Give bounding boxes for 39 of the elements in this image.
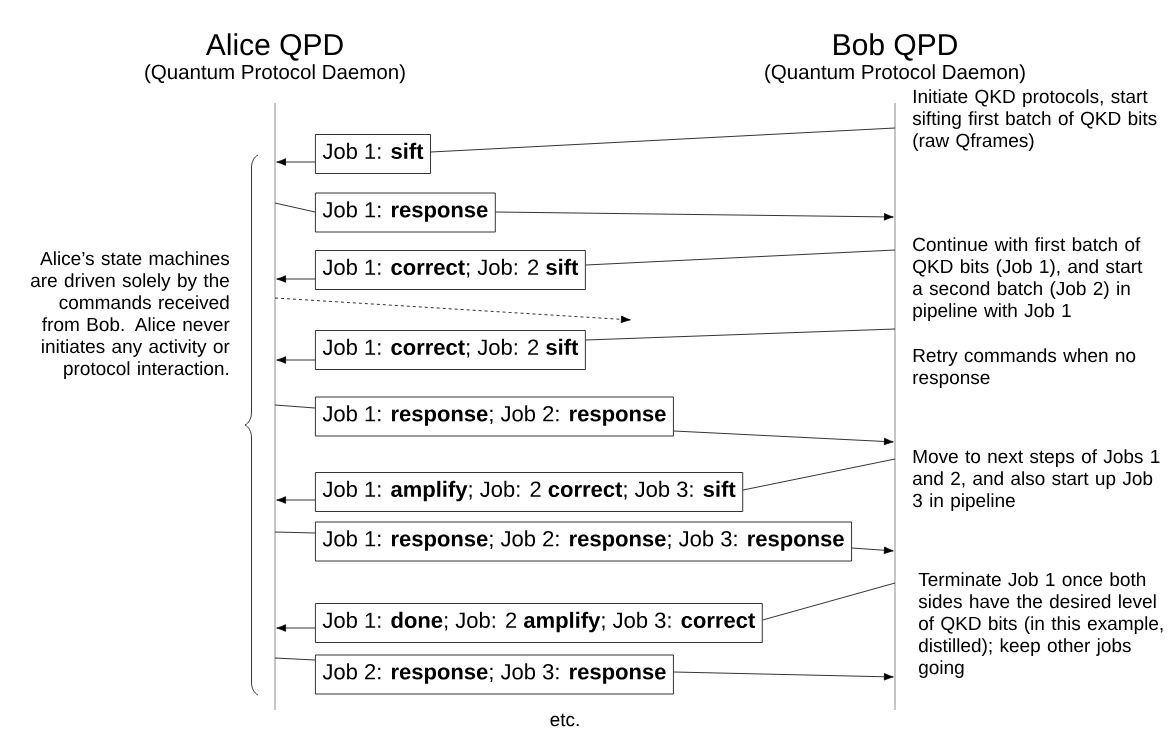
- message-box: Job 1: done; Job: 2 amplify; Job 3: correct: [315, 603, 763, 643]
- note-text: Move to next steps of Jobs 1 and 2, and also start up Job 3 in pipeline: [912, 449, 1160, 511]
- note-text: Continue with first batch of QKD bits (Job 1), and start a second batch (Job 2) in pipeline with Job 1: [913, 237, 1143, 321]
- connector-line: [274, 404, 316, 409]
- node-label: Alice QPD: [205, 33, 343, 61]
- message-box: Job 1: response; Job 2: response: [315, 396, 674, 437]
- arrow: [276, 158, 316, 166]
- connector-line: [742, 458, 896, 491]
- connector-line: [762, 582, 896, 621]
- arrow: [673, 430, 894, 446]
- note-text: Alice’s state machines are driven solely by the commands received from Bob. Alice never initiates any activity or protocol interaction.: [31, 251, 230, 379]
- message-box: Job 1: amplify; Job: 2 correct; Job 3: sift: [315, 472, 744, 512]
- note-text: Retry commands when no response: [913, 348, 1136, 388]
- connector-line: [585, 249, 896, 266]
- connector-line: [274, 657, 316, 661]
- connector-line: [585, 328, 896, 341]
- note-text: Initiate QKD protocols, start sifting first batch of QKD bits (raw Qframes): [912, 89, 1157, 151]
- message-box: Job 1: correct; Job: 2 sift: [315, 330, 586, 370]
- message-box: Job 2: response; Job 3: response: [315, 654, 674, 695]
- arrow: [276, 496, 316, 504]
- arrow: [276, 275, 316, 283]
- message-box: Job 1: response: [315, 192, 496, 233]
- arrow: [495, 211, 894, 221]
- message-box: Job 1: correct; Job: 2 sift: [315, 250, 586, 290]
- node-label: (Quantum Protocol Daemon): [765, 64, 1025, 84]
- connector-line: [430, 127, 896, 153]
- dashed-arrow: [274, 297, 631, 324]
- arrow: [276, 356, 316, 364]
- message-box: Job 1: sift: [315, 134, 431, 174]
- arrow: [673, 671, 894, 681]
- connector-line: [274, 531, 316, 534]
- note-text: Terminate Job 1 once both sides have the desired level of QKD bits (in this example, distilled); keep other jobs going: [918, 572, 1163, 678]
- arrow: [276, 624, 316, 632]
- node-label: Bob QPD: [834, 33, 957, 61]
- message-box: Job 1: response; Job 2: response; Job 3: response: [315, 521, 852, 562]
- connector-line: [274, 202, 316, 213]
- arrow: [851, 546, 894, 554]
- node-label: (Quantum Protocol Daemon): [145, 64, 405, 84]
- etc-text: etc.: [550, 713, 579, 727]
